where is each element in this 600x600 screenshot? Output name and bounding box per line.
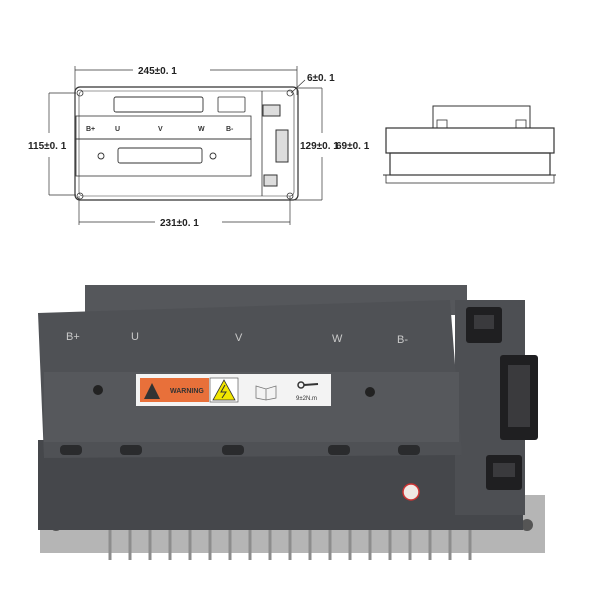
drawing-terminal-label: W [198, 126, 205, 133]
torque-text: 9±2N.m [296, 396, 317, 402]
electric-hazard-icon [212, 379, 236, 401]
terminal-label-v: V [235, 332, 243, 344]
screw-hole [365, 387, 375, 397]
terminal-label-w: W [332, 333, 343, 345]
dimension-width-bottom: 231±0. 1 [160, 218, 199, 229]
controller-outline [74, 86, 299, 201]
mounting-hole [521, 519, 533, 531]
connector-small [263, 174, 278, 187]
manual-book-icon [255, 385, 277, 401]
screw-hole [93, 385, 103, 395]
dimension-hole: 6±0. 1 [307, 73, 335, 84]
dimension-width-top: 245±0. 1 [138, 66, 177, 77]
connector-large [275, 129, 289, 163]
controller-photo [38, 285, 545, 560]
drawing-terminal-label: B+ [86, 126, 95, 133]
mounting-hole [286, 192, 294, 200]
inspection-sticker [402, 483, 420, 501]
terminal-label-b-plus: B+ [66, 331, 80, 343]
drawing-terminal-label: U [115, 126, 120, 133]
screw-icon [209, 152, 217, 160]
mounting-hole [76, 192, 84, 200]
model-label-area [217, 96, 246, 113]
warning-text: WARNING [170, 388, 204, 395]
terminal-label-b-minus: B- [397, 334, 408, 346]
terminal-label-u: U [131, 331, 139, 343]
screw-icon [97, 152, 105, 160]
top-label-area [113, 96, 204, 113]
mounting-hole [286, 89, 294, 97]
terminal-band [75, 115, 252, 140]
dimension-height-right: 129±0. 1 [300, 141, 339, 152]
mounting-hole [76, 89, 84, 97]
dimension-height-left: 115±0. 1 [28, 141, 67, 152]
top-view-drawing [48, 66, 323, 225]
connector-small [262, 104, 281, 117]
warning-triangle-icon [144, 383, 160, 399]
side-view-drawing [383, 105, 556, 184]
dimension-side-height: 69±0. 1 [336, 141, 370, 152]
drawing-terminal-label: B- [226, 126, 234, 133]
drawing-terminal-label: V [158, 126, 163, 133]
